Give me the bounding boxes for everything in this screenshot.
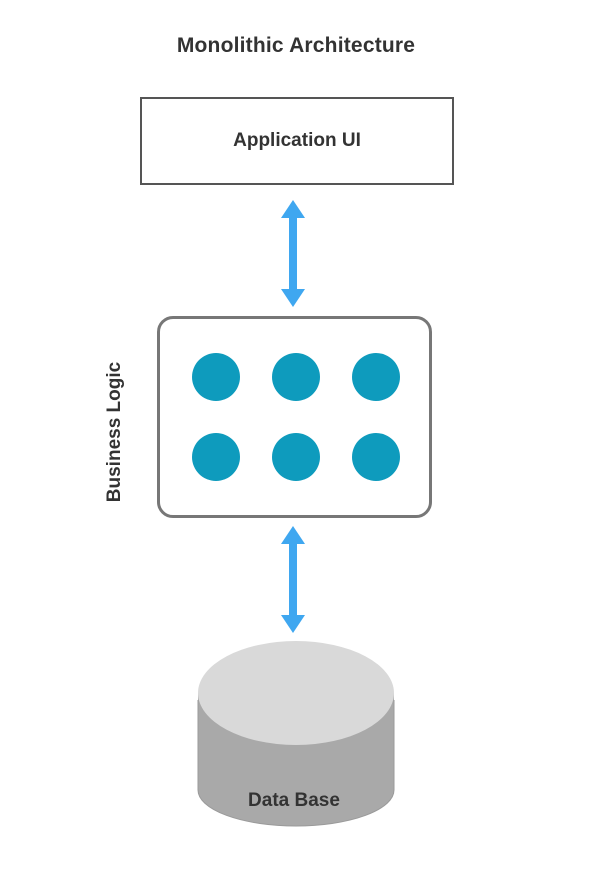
logic-database-arrow-icon (281, 526, 305, 633)
module-dot-3 (352, 353, 400, 401)
application-ui-box: Application UI (140, 97, 454, 185)
database-label: Data Base (248, 790, 340, 811)
module-dot-6 (352, 433, 400, 481)
module-dot-2 (272, 353, 320, 401)
diagram-title: Monolithic Architecture (176, 34, 416, 57)
module-dot-5 (272, 433, 320, 481)
business-logic-label: Business Logic (104, 361, 125, 503)
ui-logic-arrow-icon (281, 200, 305, 307)
application-ui-label: Application UI (233, 130, 361, 151)
module-dot-4 (192, 433, 240, 481)
module-dot-1 (192, 353, 240, 401)
business-logic-box (157, 316, 432, 518)
